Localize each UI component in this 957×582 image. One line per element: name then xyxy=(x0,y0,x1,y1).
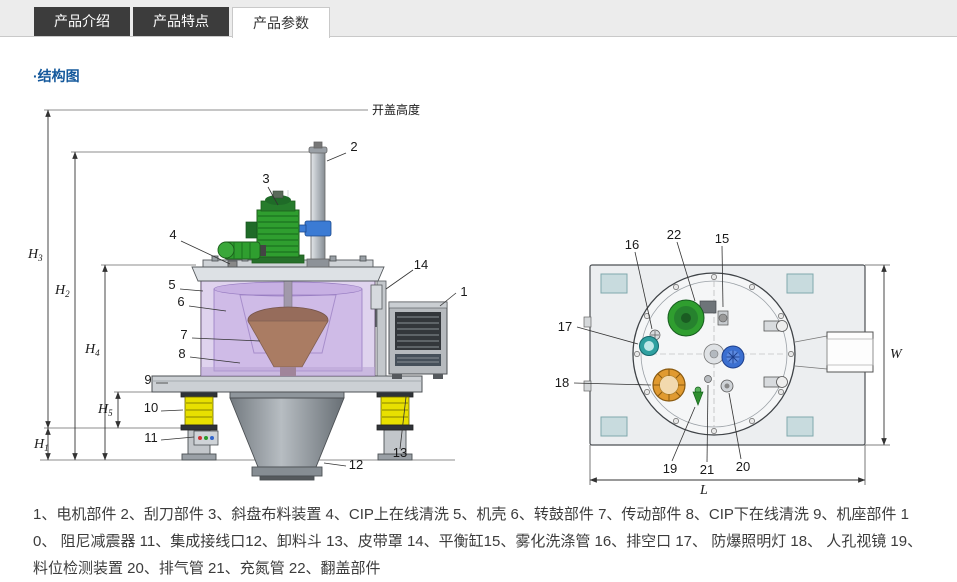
callout-10: 10 xyxy=(144,400,158,415)
callout-21: 21 xyxy=(700,462,714,477)
damper-left xyxy=(180,391,218,431)
callout-11: 11 xyxy=(144,430,158,445)
top-callout-leaders xyxy=(573,241,742,463)
edge-tabs xyxy=(583,316,592,392)
exhaust-port xyxy=(720,379,734,393)
top-view: W L 15 16 17 18 19 20 21 22 xyxy=(555,227,903,497)
callout-14: 14 xyxy=(414,257,428,272)
motor xyxy=(245,190,305,264)
side-view: H3 H2 H4 H5 H1 开盖高度 xyxy=(27,102,468,481)
explosion-proof-light xyxy=(639,336,659,356)
top-dimension-lines xyxy=(589,264,887,483)
base-plate xyxy=(151,375,423,393)
side-attachment-box xyxy=(794,331,874,373)
callout-3: 3 xyxy=(262,171,269,186)
tab-product-intro[interactable]: 产品介绍 xyxy=(34,7,130,36)
dim-label-h2: H2 xyxy=(54,283,70,299)
callout-7: 7 xyxy=(180,327,187,342)
callout-1: 1 xyxy=(460,284,467,299)
callout-13: 13 xyxy=(393,445,407,460)
open-height-label: 开盖高度 xyxy=(372,102,420,117)
balance-cylinder xyxy=(370,280,387,377)
spray-valve xyxy=(717,310,729,326)
tab-product-params[interactable]: 产品参数 xyxy=(232,7,330,38)
dim-label-l: L xyxy=(699,483,708,497)
nitrogen-port xyxy=(704,375,712,383)
gear-reducer xyxy=(217,241,266,260)
callout-6: 6 xyxy=(177,294,184,309)
callout-18: 18 xyxy=(555,375,569,390)
manhole-sight-glass xyxy=(652,368,686,402)
parts-legend: 1、电机部件 2、刮刀部件 3、斜盘布料装置 4、CIP上在线清洗 5、机壳 6… xyxy=(33,506,923,577)
blue-rotor xyxy=(721,345,745,369)
dim-label-h3: H3 xyxy=(27,247,43,263)
callout-9: 9 xyxy=(144,372,151,387)
side-callouts: 1 2 3 4 5 6 7 8 9 10 11 12 13 14 xyxy=(144,139,468,472)
callout-16: 16 xyxy=(625,237,639,252)
callout-12: 12 xyxy=(349,457,363,472)
cip-upper-nozzle xyxy=(227,260,238,268)
callout-8: 8 xyxy=(178,346,185,361)
callout-5: 5 xyxy=(168,277,175,292)
hinge-clamps xyxy=(763,320,788,388)
dimension-lines xyxy=(45,109,121,461)
scraper-pipe xyxy=(296,141,332,268)
structure-diagram: H3 H2 H4 H5 H1 开盖高度 xyxy=(27,102,903,497)
dim-label-w: W xyxy=(890,347,903,362)
dim-label-h5: H5 xyxy=(97,402,113,418)
dim-label-h4: H4 xyxy=(84,342,100,358)
callout-22: 22 xyxy=(667,227,681,242)
lid-circle xyxy=(632,272,796,436)
damper-right xyxy=(376,391,414,431)
section-title-structure: ·结构图 xyxy=(33,68,80,84)
callout-19: 19 xyxy=(663,461,677,476)
dim-label-h1: H1 xyxy=(33,437,49,453)
side-callout-leaders xyxy=(156,152,457,467)
tab-bar-divider xyxy=(0,36,957,37)
junction-box xyxy=(193,430,219,446)
discharge-hopper xyxy=(229,391,345,481)
callout-4: 4 xyxy=(169,227,176,242)
tab-bar: 产品介绍 产品特点 产品参数 xyxy=(0,0,957,38)
callout-20: 20 xyxy=(736,459,750,474)
electrical-cabinet xyxy=(388,301,448,379)
callout-15: 15 xyxy=(715,231,729,246)
callout-2: 2 xyxy=(350,139,357,154)
motor-top xyxy=(667,299,717,337)
top-callouts: 15 16 17 18 19 20 21 22 xyxy=(555,227,750,477)
level-detector xyxy=(692,386,704,406)
tab-product-features[interactable]: 产品特点 xyxy=(133,7,229,36)
tab-list: 产品介绍 产品特点 产品参数 xyxy=(34,7,333,38)
corner-pads xyxy=(600,273,814,437)
housing xyxy=(200,280,376,377)
callout-17: 17 xyxy=(558,319,572,334)
